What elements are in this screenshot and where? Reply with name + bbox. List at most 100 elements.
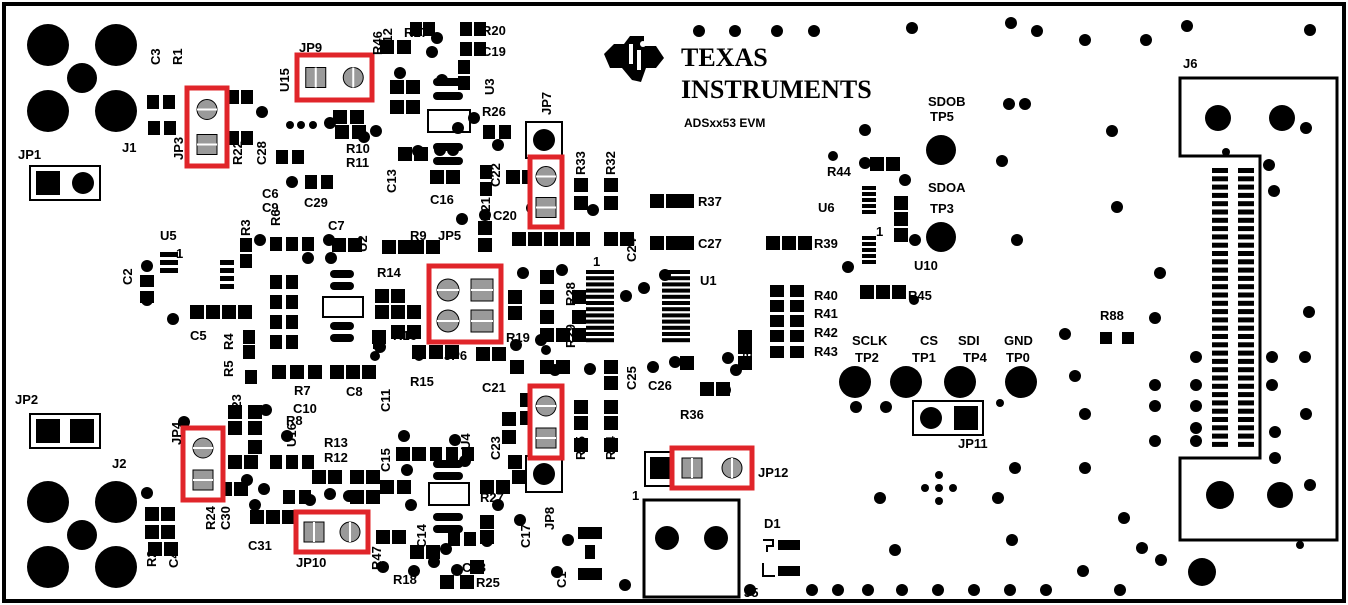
highlighted-jumper-4 (527, 383, 565, 461)
ic-u6-pins (160, 186, 876, 289)
label-u6: 1 (876, 224, 883, 239)
label-r47: R47 (369, 546, 384, 570)
brand-line-2: INSTRUMENTS (681, 75, 872, 104)
label-c10: C10 (293, 401, 317, 416)
label-r32: R32 (603, 151, 618, 175)
label-c2: C2 (120, 268, 135, 285)
label-c30: C30 (218, 506, 233, 530)
label-tp2: TP2 (855, 350, 879, 365)
label-j5: 1 (632, 488, 639, 503)
highlighted-jumper-2 (527, 154, 565, 230)
label-r21: R21 (478, 197, 493, 221)
label-c15: C15 (378, 448, 393, 472)
label-c27: C27 (698, 236, 722, 251)
label-tp1: TP1 (912, 350, 936, 365)
label-c23: C23 (488, 436, 503, 460)
label-sdoa: SDOA (928, 180, 966, 195)
label-c25: C25 (624, 366, 639, 390)
label-r44: R44 (827, 164, 852, 179)
label-u6: U6 (818, 200, 835, 215)
label-c1: C1 (554, 571, 569, 588)
test-points (839, 135, 1037, 398)
label-r6: R6 (268, 209, 283, 226)
label-c9: C9 (262, 200, 279, 215)
label-u1: 1 (593, 254, 600, 269)
connector-j6-pins (1212, 168, 1254, 447)
label-sdob: SDOB (928, 94, 966, 109)
highlighted-jumper-5 (180, 425, 226, 503)
label-r27: R27 (480, 490, 504, 505)
highlighted-jumper-1 (294, 52, 375, 103)
label-jp7: JP7 (539, 92, 554, 115)
jumper-jp11 (912, 400, 984, 436)
label-c3: C3 (148, 48, 163, 65)
label-r10: R10 (346, 141, 370, 156)
label-r19: R19 (506, 330, 530, 345)
label-c11: C11 (378, 389, 393, 412)
label-r43: R43 (814, 344, 838, 359)
label-c4: C4 (166, 551, 181, 568)
label-r9: R9 (410, 228, 427, 243)
label-c17: C17 (518, 524, 533, 548)
label-r1: R1 (170, 48, 185, 65)
label-c14: C14 (414, 523, 429, 548)
label-d1: D1 (764, 516, 781, 531)
label-tp0: TP0 (1006, 350, 1030, 365)
label-r18: R18 (393, 572, 417, 587)
label-tp5: TP5 (930, 109, 954, 124)
labels: J1J2J6J5JP1JP2JP3JP4JP5JP6JP7JP8JP9JP10J… (15, 23, 1197, 600)
label-r37: R37 (698, 194, 722, 209)
label-r45: R45 (908, 288, 932, 303)
label-c29: C29 (304, 195, 328, 210)
label-r33: R33 (573, 151, 588, 175)
label-jp10: JP10 (296, 555, 326, 570)
label-r39: R39 (814, 236, 838, 251)
label-u16: U16 (284, 423, 299, 447)
label-c20: C20 (493, 208, 517, 223)
label-r36: R36 (680, 407, 704, 422)
diode-d1 (762, 539, 800, 577)
label-sclk: SCLK (852, 333, 888, 348)
label-u5: U5 (160, 228, 177, 243)
label-gnd: GND (1004, 333, 1033, 348)
label-r13: R13 (324, 435, 348, 450)
label-jp3: JP3 (171, 137, 186, 160)
label-cs: CS (920, 333, 938, 348)
vias (141, 17, 1316, 596)
label-jp5: JP5 (438, 228, 461, 243)
label-c21: C21 (482, 380, 506, 395)
label-c26: C26 (648, 378, 672, 393)
label-u3: U3 (482, 78, 497, 95)
jumper-jp2 (29, 413, 101, 449)
label-c19: C19 (482, 44, 506, 59)
label-r24: R24 (203, 505, 218, 530)
label-r3: R3 (238, 219, 253, 236)
label-jp12: JP12 (758, 465, 788, 480)
label-r2: R2 (144, 550, 159, 567)
label-j2: J2 (112, 456, 126, 471)
label-c12: C12 (380, 28, 395, 52)
label-c22: C22 (488, 163, 503, 187)
highlighted-jumper-3 (426, 263, 504, 345)
label-u4: U4 (458, 433, 473, 450)
brand-line-1: TEXAS (681, 43, 768, 72)
label-c31: C31 (248, 538, 272, 553)
label-tp4: TP4 (963, 350, 988, 365)
label-r7: R7 (294, 383, 311, 398)
jumper-jp1 (29, 165, 101, 201)
label-c7: C7 (328, 218, 345, 233)
label-c6: C6 (262, 186, 279, 201)
label-r23: R23 (229, 394, 244, 418)
smd-pads (140, 22, 1134, 589)
label-j6: J6 (1183, 56, 1197, 71)
label-r88: R88 (1100, 308, 1124, 323)
label-r12: R12 (324, 450, 348, 465)
label-r15: R15 (410, 374, 434, 389)
label-u2: U2 (355, 235, 370, 252)
label-jp1: JP1 (18, 147, 41, 162)
label-r14: R14 (377, 265, 402, 280)
ic-outlines (322, 109, 471, 506)
label-r16: R16 (393, 328, 417, 343)
label-r28: R28 (563, 282, 578, 306)
